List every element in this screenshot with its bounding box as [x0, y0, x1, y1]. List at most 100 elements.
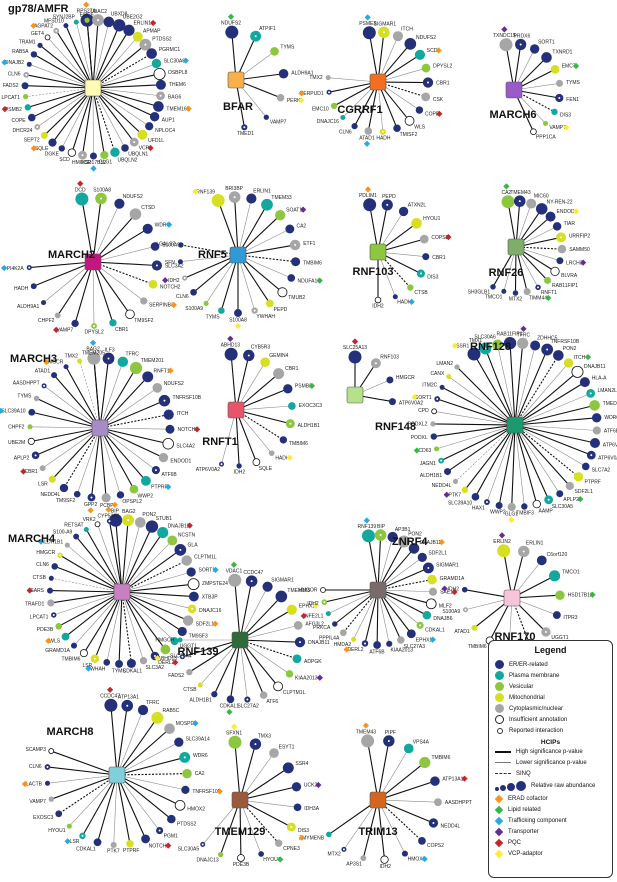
interaction-edge	[47, 774, 118, 784]
interactor-node	[27, 437, 35, 445]
interactor-label: ATP6V0A1	[603, 442, 617, 448]
interactor-node	[536, 555, 547, 566]
interactor-node	[27, 424, 33, 430]
interactor-node	[392, 294, 398, 300]
interaction-edge	[377, 589, 402, 641]
interaction-edge	[189, 639, 241, 673]
interaction-edge	[59, 554, 123, 593]
interactor-label: VAMP7	[549, 125, 566, 131]
reported-interaction-dot	[201, 843, 204, 846]
interaction-edge	[441, 386, 516, 426]
interactor-label: SFXN1	[226, 730, 242, 736]
interaction-edge	[53, 374, 101, 429]
interactor-node	[431, 408, 438, 415]
interactor-label: OSBPL8	[168, 70, 188, 76]
reported-interaction-dot	[254, 743, 257, 746]
interactor-label: TMBIM6	[62, 656, 81, 662]
function-diamond	[186, 522, 193, 529]
interaction-edge	[116, 774, 160, 831]
interactor-label: LMAN2L	[597, 388, 617, 394]
interaction-edge	[92, 21, 110, 89]
interactor-label: ERLIN1	[253, 188, 271, 194]
interactor-node	[454, 364, 460, 370]
interactor-label: TMX3	[258, 733, 272, 739]
interactor-label: DERL2	[347, 647, 363, 653]
interactor-label: CDKAL1	[123, 669, 143, 675]
interactor-node	[109, 319, 117, 327]
interactor-label: OPSPL2	[122, 499, 142, 505]
interaction-edge	[237, 204, 268, 256]
interactor-node	[186, 668, 193, 676]
interactor-label: CLPTM1L	[283, 690, 306, 696]
interactor-node	[364, 127, 373, 135]
interactor-node	[348, 350, 362, 364]
interactor-label: S100A9	[162, 242, 180, 248]
interactor-label: FEN1	[566, 97, 579, 103]
hub-label: gp78/AMFR	[8, 3, 69, 15]
interactor-label: NOTCH2	[160, 284, 181, 290]
interactor-label: ERLIN1	[526, 541, 544, 547]
hub-node	[227, 401, 245, 419]
interactor-node	[226, 695, 235, 704]
interactor-node	[408, 543, 420, 554]
interactor-label: ATXN2L	[408, 203, 427, 209]
reported-interaction-dot	[183, 756, 186, 759]
thick-line-icon	[495, 750, 511, 753]
interactor-node	[163, 409, 174, 420]
legend-loc-item: Vesicular	[495, 681, 606, 692]
interactor-label: CCDC47	[243, 570, 263, 576]
interactor-node	[563, 358, 574, 368]
interactor-label: PI4K2A	[7, 266, 25, 272]
interaction-edge	[121, 522, 141, 593]
interactor-node	[262, 581, 273, 592]
interactor-label: BAG2	[86, 347, 100, 353]
reported-interaction-dot	[590, 454, 593, 457]
interactor-label: HMOX2	[408, 857, 426, 863]
interactor-node	[452, 478, 459, 485]
interaction-edge	[239, 581, 253, 641]
interactor-label: HSD17B12	[568, 592, 593, 598]
interactor-label: PON2	[563, 346, 577, 352]
interactor-node	[386, 376, 394, 384]
localization-circle-icon	[495, 693, 504, 702]
interaction-edge	[65, 366, 101, 429]
interactor-node	[140, 475, 151, 486]
interactor-label: LMAN2	[436, 361, 453, 367]
interactor-node	[490, 284, 496, 290]
function-diamond	[363, 517, 370, 524]
interactor-node	[467, 347, 481, 361]
interaction-edge	[509, 343, 516, 426]
reported-interaction-dot	[97, 19, 100, 22]
interactor-label: CBR1	[432, 255, 446, 261]
reported-interaction-dot	[464, 608, 467, 611]
interaction-edge	[121, 591, 156, 657]
interactor-label: SIGMAR1	[374, 21, 397, 27]
interactor-label: PSME3	[359, 21, 376, 27]
function-diamond	[364, 14, 371, 21]
function-diamond	[165, 842, 172, 849]
interactor-node	[263, 114, 269, 120]
interactor-label: DGKE	[45, 152, 60, 158]
interactor-node	[113, 19, 126, 32]
interactor-node	[351, 636, 357, 642]
hub-label: MARCH4	[8, 533, 56, 545]
interactor-label: VAMP7	[29, 799, 46, 805]
hub-label: RNF103	[353, 266, 394, 278]
interactor-node	[51, 372, 58, 379]
interactor-label: SSR1	[456, 343, 469, 349]
function-diamond	[227, 335, 234, 342]
interactor-label: EXOSC3	[33, 815, 54, 821]
interactor-node	[110, 841, 117, 848]
reported-interaction-dot	[342, 848, 345, 851]
interactor-node	[363, 198, 377, 212]
interactor-node	[167, 814, 176, 824]
function-diamond	[316, 674, 323, 681]
interaction-edge	[377, 81, 429, 84]
interaction-edge	[99, 427, 164, 459]
interactor-node	[543, 120, 549, 126]
interactor-label: SIGMAR1	[436, 562, 459, 568]
